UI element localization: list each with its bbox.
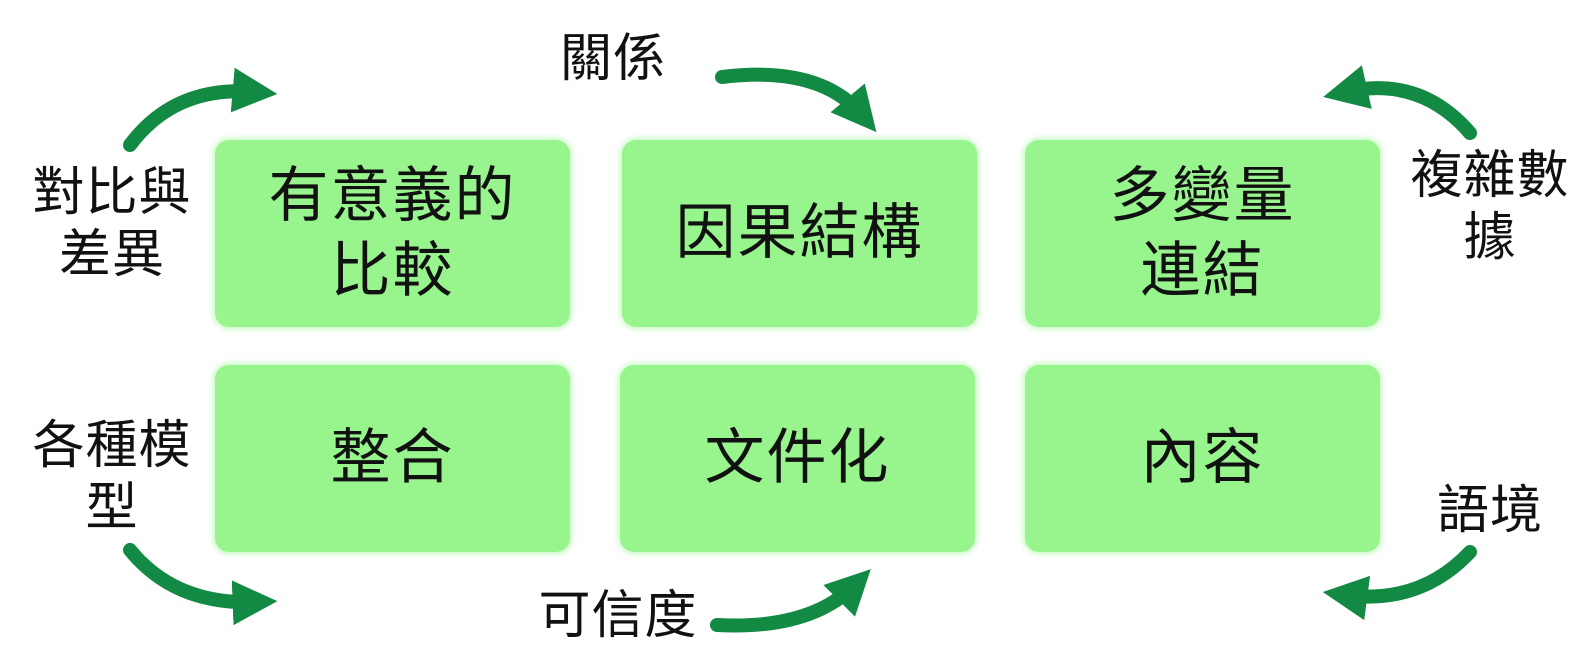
curved-arrow-icon-contrast [123,67,278,152]
label-text-line: 型 [85,478,139,539]
box-text-line: 因果結構 [675,198,924,268]
curved-arrow-icon-context [1322,545,1477,621]
box-multivariate-links: 多變量 連結 [1025,140,1380,327]
box-integration: 整合 [215,365,570,552]
label-text-line: 各種模 [32,416,192,476]
box-content: 內容 [1025,365,1380,552]
box-text-line: 比較 [330,235,455,306]
curved-arrow-icon-relation [715,67,877,133]
box-text-line: 連結 [1140,235,1265,306]
label-text-line: 語境 [1436,481,1543,541]
curved-arrow-icon-credibility [710,569,871,633]
label-contrast-difference: 對比與 差異 [22,162,202,287]
curved-arrow-icon-complex-data [1323,65,1477,140]
label-complex-data: 複雜數 據 [1400,145,1580,270]
label-text-line: 可信度 [538,586,698,646]
box-causal-structure: 因果結構 [622,140,977,327]
label-text-line: 關係 [559,29,666,89]
label-text-line: 對比與 [32,163,192,223]
label-relation: 關係 [548,28,678,90]
label-text-line: 複雜數 [1410,146,1570,206]
label-credibility: 可信度 [528,585,708,647]
box-text-line: 文件化 [704,423,891,493]
box-text-line: 整合 [330,423,455,493]
curved-arrow-icon-models [123,543,278,626]
label-text-line: 據 [1463,208,1517,269]
box-documentation: 文件化 [620,365,975,552]
label-context: 語境 [1420,480,1560,542]
label-models: 各種模 型 [22,415,202,540]
box-meaningful-comparison: 有意義的 比較 [215,140,570,327]
box-text-line: 有意義的 [268,160,517,231]
box-text-line: 內容 [1140,423,1265,493]
label-text-line: 差異 [58,225,165,286]
box-text-line: 多變量 [1109,160,1296,231]
